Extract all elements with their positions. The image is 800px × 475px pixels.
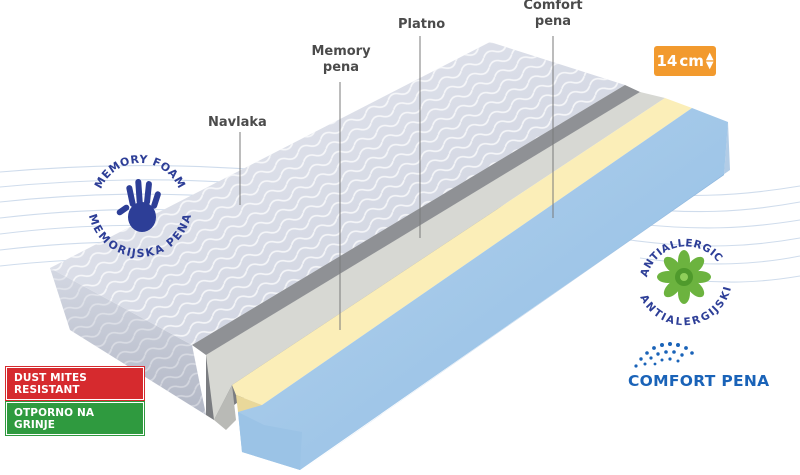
thickness-unit: cm <box>679 52 704 70</box>
label-platno: Platno <box>398 17 446 32</box>
dust-mites-badge: DUST MITES RESISTANT OTPORNO NA GRINJE <box>6 367 144 435</box>
thickness-value: 14 <box>656 52 678 70</box>
vertical-double-arrow-icon: ▲▼ <box>705 51 714 71</box>
pointer-lines <box>239 36 554 330</box>
antiallergic-seal: ANTIALLERGIC ANTIALERGIJSKI <box>637 237 733 328</box>
label-comfort-pena: Comfort pena <box>523 0 583 29</box>
hand-print-icon <box>116 179 161 232</box>
memory-foam-layer <box>232 98 692 405</box>
canvas-edge-strip <box>192 85 640 355</box>
comfort-pena-logo: COMFORT PENA <box>628 372 770 390</box>
comfort-foam-layer <box>238 108 728 470</box>
platno-layer <box>206 92 665 420</box>
dust-mites-line1: DUST MITES RESISTANT <box>6 367 144 400</box>
label-memory-pena: Memory pena <box>311 44 371 75</box>
label-navlaka: Navlaka <box>208 115 267 130</box>
thickness-badge: 14 cm ▲▼ <box>654 46 716 76</box>
dust-mites-line2: OTPORNO NA GRINJE <box>6 402 144 435</box>
dotted-arc-icon <box>634 342 694 368</box>
leaf-flower-icon <box>657 250 711 304</box>
